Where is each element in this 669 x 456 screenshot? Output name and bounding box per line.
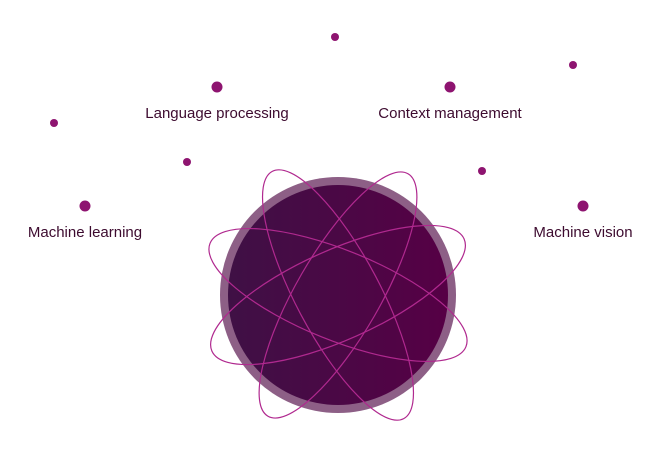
decor-dot: [183, 158, 191, 166]
decor-dot: [331, 33, 339, 41]
node-dot-machine-vision: [577, 200, 589, 212]
label-machine-vision: Machine vision: [533, 224, 633, 241]
orbit-3: [261, 169, 415, 421]
orbit-2: [210, 224, 466, 366]
decor-dot: [50, 119, 58, 127]
central-sphere: [228, 185, 448, 405]
node-dot-language-processing: [211, 81, 223, 93]
label-language-processing: Language processing: [145, 105, 289, 122]
orbit-1: [208, 227, 468, 363]
node-dot-machine-learning: [79, 200, 91, 212]
orbit-4: [258, 171, 418, 419]
label-context-management: Context management: [378, 105, 522, 122]
decor-dot: [569, 61, 577, 69]
decor-dot: [478, 167, 486, 175]
label-machine-learning: Machine learning: [27, 224, 143, 241]
node-dot-context-management: [444, 81, 456, 93]
orbit-lines: [208, 169, 468, 421]
